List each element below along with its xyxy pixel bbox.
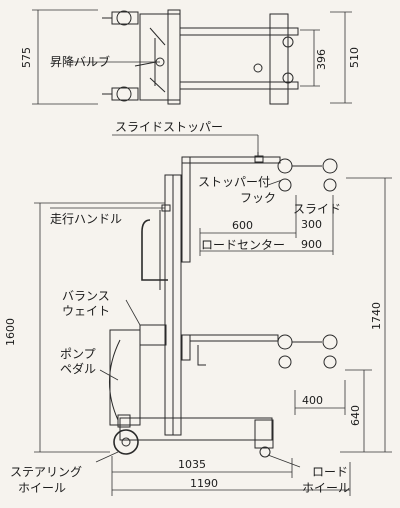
load-wheel-label-line1: ロード	[312, 465, 349, 479]
load-center-label: ロードセンター	[201, 238, 286, 252]
load-wheel-label-line2: ホイール	[302, 481, 351, 495]
dim-1190-label: 1190	[190, 477, 218, 490]
load-center-value-label: 900	[301, 238, 322, 251]
dim-600-label: 600	[232, 219, 253, 232]
height-1740-label: 1740	[370, 302, 383, 330]
travel-handle-label: 走行ハンドル	[50, 212, 123, 226]
stopper-hook-label-line2: フック	[240, 191, 277, 205]
dim-1035-label: 1035	[178, 458, 206, 471]
height-640-label: 640	[349, 405, 362, 426]
slide-stopper-label: スライドストッパー	[115, 120, 224, 134]
dim-400-label: 400	[302, 394, 323, 407]
height-1600-label: 1600	[4, 318, 17, 346]
pump-pedal-label-line2: ペダル	[60, 362, 97, 376]
top-width-510-label: 510	[348, 47, 361, 68]
balance-weight-label-line2: ウェイト	[62, 304, 111, 318]
steering-wheel-label-line2: ホイール	[18, 481, 67, 495]
stopper-hook-label-line1: ストッパー付	[198, 175, 271, 189]
lift-valve-label: 昇降バルブ	[50, 55, 111, 69]
balance-weight-label-line1: バランス	[62, 289, 110, 303]
steering-wheel-label-line1: ステアリング	[10, 465, 83, 479]
pump-pedal-label-line1: ポンプ	[60, 347, 96, 361]
top-width-396-label: 396	[315, 49, 328, 70]
slide-value-label: 300	[301, 218, 322, 231]
side-view-drawing	[34, 61, 392, 496]
top-width-575-label: 575	[20, 47, 33, 68]
top-view-drawing	[32, 9, 352, 105]
slide-label: スライド	[293, 202, 342, 216]
